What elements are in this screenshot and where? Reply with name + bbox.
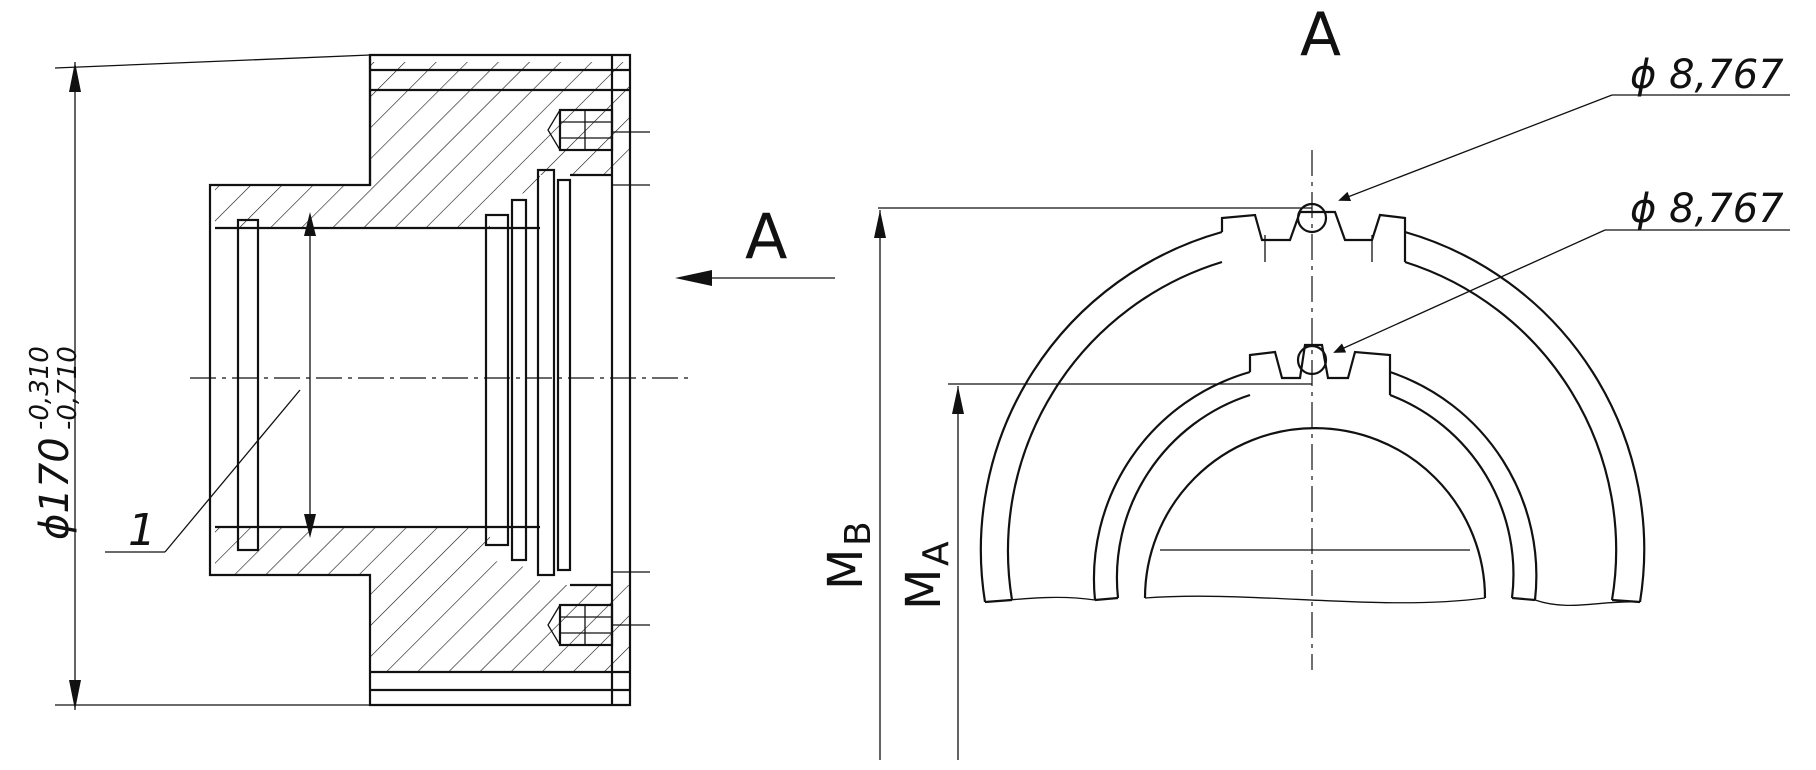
measuring-ball-bottom	[1296, 344, 1328, 376]
ball-leader-top: ϕ 8,767	[1338, 52, 1790, 202]
mb-subscript: B	[838, 521, 879, 546]
ball-leader-bottom: ϕ 8,767	[1333, 186, 1790, 353]
ball-diameter-top: ϕ 8,767	[1630, 52, 1784, 98]
ma-subscript: A	[916, 541, 957, 566]
outer-diameter-dimension	[54, 54, 371, 710]
tolerance-lower: -0,710	[53, 346, 83, 430]
screw-bottom	[547, 603, 650, 647]
inner-ring	[1092, 343, 1538, 602]
hatched-material	[215, 62, 630, 672]
section-view: ϕ170 -0,310 -0,710 1	[25, 53, 690, 710]
dimension-ma: M A	[896, 383, 1312, 760]
view-direction-marker: A	[675, 200, 835, 286]
mb-letter: M	[818, 549, 874, 590]
part-callout: 1	[105, 389, 301, 556]
diameter-label-group: ϕ170 -0,310 -0,710	[25, 346, 83, 540]
diameter-label: ϕ170	[32, 437, 78, 540]
outer-contour	[208, 53, 632, 707]
bore-dimension-arrow	[304, 212, 316, 538]
screw-top	[547, 108, 650, 152]
tolerance-upper: -0,310	[25, 346, 55, 430]
view-a-title: A	[1300, 0, 1341, 70]
ball-diameter-bottom: ϕ 8,767	[1630, 186, 1784, 232]
ma-letter: M	[896, 569, 952, 610]
break-line	[984, 595, 1641, 607]
dimension-mb: M B	[818, 207, 1312, 760]
view-arrow-label: A	[745, 200, 787, 273]
view-a: A	[818, 0, 1790, 760]
measuring-ball-top	[1296, 202, 1328, 234]
part-callout-number: 1	[128, 505, 156, 556]
bore	[215, 168, 612, 587]
